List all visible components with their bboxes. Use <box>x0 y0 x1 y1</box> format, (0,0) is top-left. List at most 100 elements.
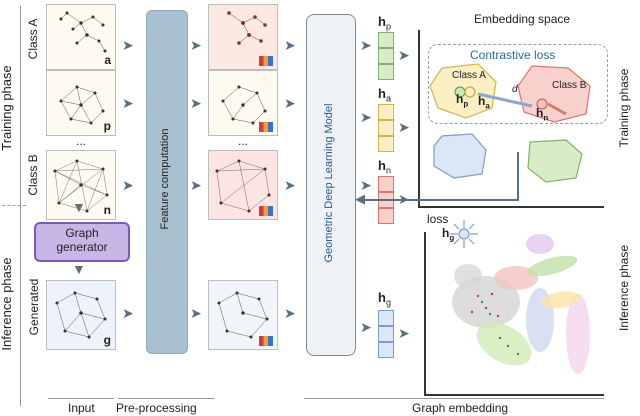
embedding-space-training-drawing <box>429 63 591 183</box>
class-b-region-label: Class B <box>552 80 587 91</box>
hp-vector-cell-3 <box>378 64 394 80</box>
arrow-n-to-model: ➤ <box>284 177 296 193</box>
hg-vector-cell-2 <box>378 326 394 342</box>
inference-hg-h: h <box>442 226 450 240</box>
inference-phase-label: Inference phase <box>0 257 14 351</box>
hg-vector-cell-3 <box>378 342 394 358</box>
graph-a-drawing <box>59 11 107 53</box>
hp-sub: p <box>385 21 391 32</box>
arrow-feature-to-a: ➤ <box>190 37 202 53</box>
ha-vector-cell-1 <box>378 104 394 120</box>
region-ha-h: h <box>478 94 486 108</box>
ellipsis-input: ... <box>76 134 87 148</box>
arrow-model-to-hg: ➤ <box>360 319 372 335</box>
processed-p-drawing <box>221 85 267 125</box>
preprocessing-label: Pre-processing <box>116 401 197 415</box>
arrow-p-to-feature: ➤ <box>122 95 134 111</box>
generated-label: Generated <box>27 278 41 336</box>
preprocessing-bracket <box>118 398 214 399</box>
hn-h: h <box>378 158 386 173</box>
arrow-p-to-model: ➤ <box>284 95 296 111</box>
class-a-region-label: Class A <box>452 70 486 81</box>
ha-sub: a <box>385 93 391 104</box>
inference-phase-label-right: Inference phase <box>617 244 631 332</box>
arrow-n-to-feature: ➤ <box>122 177 134 193</box>
gdl-model-label: Geometric Deep Learning Model <box>323 103 335 263</box>
graph-generator-line2: generator <box>56 240 108 254</box>
feature-palette-a <box>259 56 273 66</box>
region-hn-h: h <box>536 106 544 120</box>
class-a-label: Class A <box>26 18 40 60</box>
contrastive-loss-label: Contrastive loss <box>470 48 556 62</box>
region-ha-label: ha <box>478 94 490 110</box>
ellipsis-processed: ... <box>238 134 249 148</box>
region-ha-sub: a <box>485 101 490 111</box>
hn-vector-cell-1 <box>378 176 394 192</box>
graph-embedding-label: Graph embedding <box>412 401 509 415</box>
processed-panel-n <box>208 150 278 220</box>
graph-generator-line1: Graph <box>65 226 99 240</box>
hg-sub: g <box>385 297 391 308</box>
hg-h: h <box>378 290 386 305</box>
graph-n-drawing <box>53 159 109 213</box>
loss-arrowhead: ◀ <box>355 191 365 206</box>
arrow-a-to-model: ➤ <box>284 37 296 53</box>
arrow-model-to-hn: ➤ <box>360 177 372 193</box>
region-hp-sub: p <box>463 99 469 109</box>
ha-vector-cell-3 <box>378 136 394 152</box>
arrow-to-generator: ▼ <box>72 199 86 215</box>
graph-panel-g: g <box>46 280 116 350</box>
arrow-g-to-feature: ➤ <box>122 305 134 321</box>
region-hp-h: h <box>456 92 464 106</box>
hp-h: h <box>378 14 386 29</box>
arrow-hg-to-space: ➤ <box>398 325 410 341</box>
graph-panel-a: a <box>46 4 116 70</box>
class-b-label: Class B <box>26 154 40 196</box>
arrow-a-to-feature: ➤ <box>122 37 134 53</box>
training-phase-label: Training phase <box>0 65 14 151</box>
feature-palette-g <box>259 336 273 346</box>
phase-divider <box>2 205 26 206</box>
hp-vector-cell-2 <box>378 48 394 64</box>
feature-computation-label: Feature computation <box>159 128 171 230</box>
training-y-axis <box>418 30 420 206</box>
graph-p-drawing <box>59 85 105 125</box>
hp-label: hp <box>378 14 391 32</box>
arrow-feature-to-n: ➤ <box>190 177 202 193</box>
processed-panel-g <box>208 280 278 350</box>
arrow-feature-to-p: ➤ <box>190 95 202 111</box>
arrow-model-to-hp: ➤ <box>360 37 372 53</box>
feature-palette-n <box>259 206 273 216</box>
hn-sub: n <box>385 165 391 176</box>
hn-vector-cell-3 <box>378 208 394 224</box>
inference-y-axis <box>424 232 426 394</box>
feature-computation-bar <box>146 10 188 354</box>
training-phase-label-right: Training phase <box>617 68 631 148</box>
arrow-ha-to-space: ➤ <box>398 119 410 135</box>
region-hn-sub: n <box>543 113 549 123</box>
processed-panel-a <box>208 4 278 70</box>
graph-generator-box: Graph generator <box>34 222 130 262</box>
hg-label: hg <box>378 290 391 308</box>
graph-g-letter: g <box>103 333 111 347</box>
loss-line-vertical <box>517 152 519 200</box>
hn-label: hn <box>378 158 391 176</box>
inference-x-axis <box>424 394 604 396</box>
loss-label: loss <box>427 212 449 226</box>
graph-panel-n: n <box>46 150 116 220</box>
loss-line-horizontal <box>364 199 519 201</box>
arrow-model-to-ha: ➤ <box>360 109 372 125</box>
graph-embedding-bracket <box>304 398 604 399</box>
graph-g-drawing <box>55 291 107 339</box>
graph-p-letter: p <box>103 119 111 133</box>
processed-g-drawing <box>217 291 269 339</box>
graph-panel-p: p <box>46 70 116 136</box>
inference-hg-sub: g <box>449 233 455 243</box>
ha-label: ha <box>378 86 391 104</box>
gdl-model-box <box>306 14 356 356</box>
hp-vector-cell-1 <box>378 32 394 48</box>
graph-n-letter: n <box>103 203 111 217</box>
region-hn-label: hn <box>536 106 548 122</box>
feature-palette-p <box>259 122 273 132</box>
